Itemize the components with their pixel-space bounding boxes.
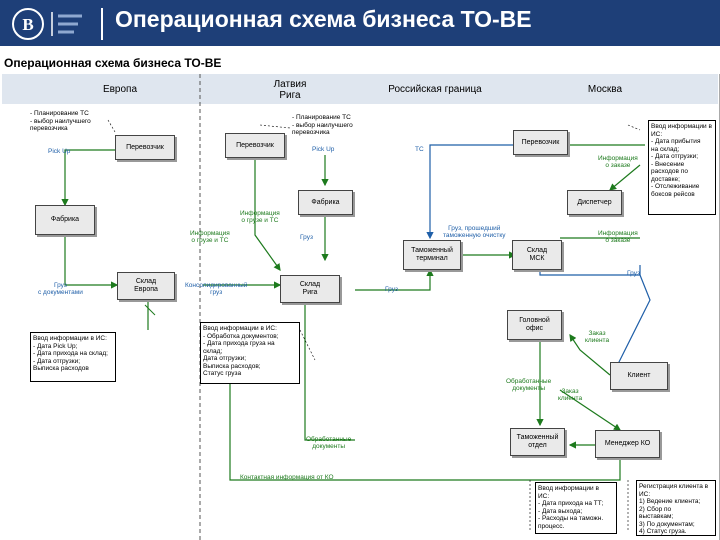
label-cargo-info-riga: Информация о грузе и ТС (240, 210, 280, 224)
head-office-box: Головной офис (507, 310, 562, 340)
carrier-latvia-box: Перевозчик (225, 133, 285, 158)
zone-russian-border: Российская граница (388, 84, 482, 95)
label-ts: ТС (415, 146, 424, 153)
warehouse-riga-box: Склад Рига (280, 275, 340, 303)
diagram-title: Операционная схема бизнеса ТО-ВЕ (4, 56, 222, 70)
header-divider (101, 8, 103, 40)
input-note-ko: Регистрация клиента в ИС: 1) Ведение кли… (636, 480, 716, 536)
label-contact-info: Контактная информация от КО (240, 474, 334, 481)
university-logo-icon: В (8, 6, 88, 42)
label-order-info-2: Информация о заказе (598, 230, 638, 244)
label-processed-docs-2: Обработанные документы (306, 436, 352, 450)
warehouse-moscow-box: Склад МСК (512, 240, 562, 270)
factory-latvia-box: Фабрика (298, 190, 353, 215)
client-box: Клиент (610, 362, 668, 390)
customs-terminal-box: Таможенный терминал (403, 240, 461, 270)
carrier-europe-box: Перевозчик (115, 135, 175, 160)
svg-text:В: В (22, 15, 33, 34)
slide-header: В Операционная схема бизнеса ТО-ВЕ (0, 0, 720, 46)
input-note-customs: Ввод информации в ИС: - Дата прихода на … (535, 482, 617, 534)
customs-dept-box: Таможенный отдел (510, 428, 565, 456)
input-note-europe: Ввод информации в ИС: - Дата Pick Up; - … (30, 332, 116, 382)
input-note-moscow: Ввод информации в ИС: - Дата прибытия на… (648, 120, 716, 215)
label-pick-up-europe: Pick Up (48, 148, 71, 155)
label-cargo-docs: Груз с документами (38, 282, 83, 296)
planning-note-latvia: - Планирование ТС - выбор наилучшего пер… (292, 114, 353, 136)
label-cargo-latvia: Груз (300, 234, 313, 241)
zone-moscow: Москва (587, 84, 623, 95)
planning-note-europe: - Планирование ТС - выбор наилучшего пер… (30, 110, 91, 132)
dispatcher-box: Диспетчер (567, 190, 622, 215)
carrier-moscow-box: Перевозчик (513, 130, 568, 155)
label-order-info-1: Информация о заказе (598, 155, 638, 169)
zone-latvia: Латвия Рига (273, 79, 307, 101)
label-client-order: Заказ клиента (585, 330, 610, 344)
manager-ko-box: Менеджер КО (595, 430, 660, 458)
label-pick-up-latvia: Pick Up (312, 146, 335, 153)
zone-europe: Европа (102, 84, 138, 95)
zone-header-lane (2, 74, 718, 104)
warehouse-europe-box: Склад Европа (117, 272, 175, 300)
label-cargo-info-europe: Информация о грузе и ТС (190, 230, 230, 244)
label-consolidated: Консолидированный груз (185, 282, 248, 296)
input-note-riga: Ввод информации в ИС: - Обработка докуме… (200, 322, 300, 384)
label-processed-docs-1: Обработанные документы (506, 378, 552, 392)
label-cargo-riga-out: Груз (385, 286, 398, 293)
slide-title: Операционная схема бизнеса ТО-ВЕ (115, 6, 532, 32)
label-client-order-2: Заказ клиента (558, 388, 583, 402)
factory-europe-box: Фабрика (35, 205, 95, 235)
label-cargo-cleared: Груз, прошедший таможенную очистку (443, 225, 506, 239)
label-cargo-moscow: Груз (627, 270, 640, 277)
